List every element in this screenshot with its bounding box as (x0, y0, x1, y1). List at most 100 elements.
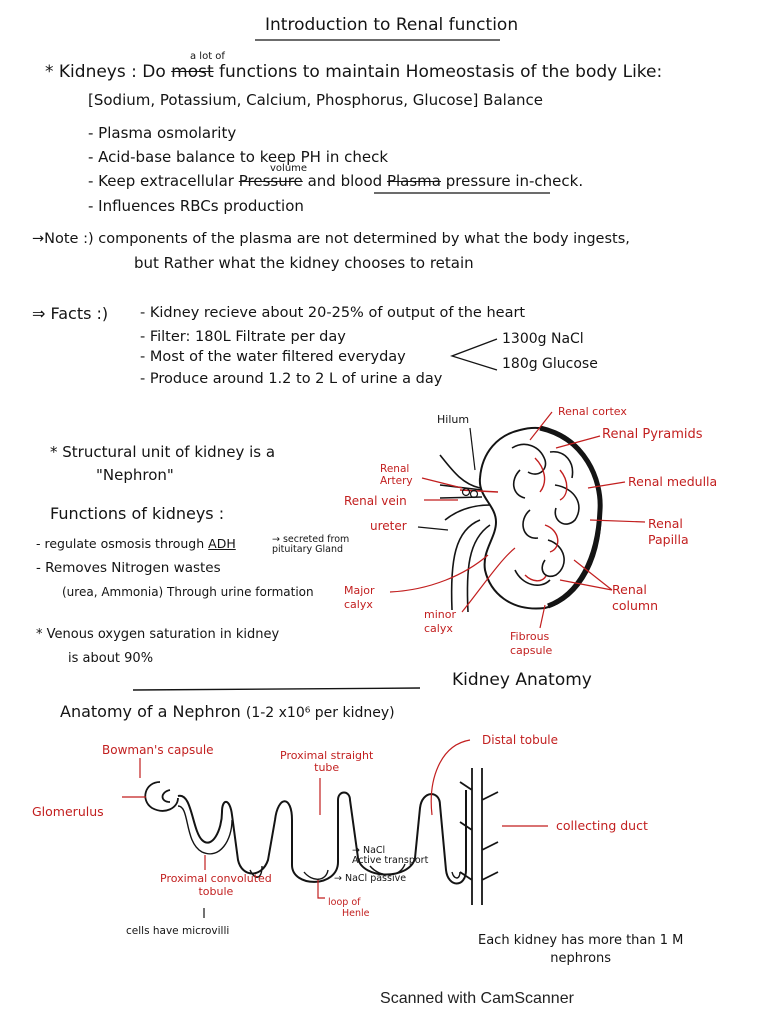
label-collecting-duct: collecting duct (556, 818, 648, 833)
label-pct-line-1: Proximal convoluted (160, 872, 272, 885)
facts-bracket (450, 338, 498, 371)
label-loop-of-henle: loop of Henle (328, 897, 370, 920)
label-renal-vein: Renal vein (344, 494, 407, 508)
venous-line-2: is about 90% (68, 651, 154, 666)
renal-medulla-red (524, 457, 568, 582)
function-adh: ADH (208, 536, 236, 551)
adh-note: → secreted from pituitary Gland (272, 534, 350, 555)
kidneys-lead: * Kidneys : Do (45, 62, 166, 82)
label-renal-cortex: Renal cortex (558, 405, 627, 418)
collecting-duct (459, 768, 499, 905)
label-loop-1: loop of (328, 897, 361, 908)
nephron-label-arrows (122, 739, 548, 899)
renal-pyramids-lines (511, 443, 580, 586)
bullet-plasma-osmolarity: - Plasma osmolarity (88, 124, 237, 142)
label-renal-column-text: Renal column (612, 582, 659, 614)
label-minor-calyx-text: minor calyx (424, 608, 456, 636)
renal-artery-red (459, 489, 499, 493)
facts-label: ⇒ Facts :) (32, 304, 109, 323)
label-nacl-passive: → NaCl passive (334, 873, 407, 884)
nephron-tubule-inner (177, 805, 461, 880)
fact-bracket-item: 180g Glucose (502, 356, 598, 372)
label-microvilli: cells have microvilli (126, 925, 230, 937)
fact-item: - Produce around 1.2 to 2 L of urine a d… (140, 371, 443, 387)
label-bowmans-capsule: Bowman's capsule (102, 743, 214, 757)
nephron-diagram (122, 739, 548, 918)
nephron-heading: Anatomy of a Nephron (1-2 x10⁶ per kidne… (60, 702, 395, 721)
function-item: (urea, Ammonia) Through urine formation (62, 585, 314, 599)
kidneys-struck-word: most (171, 62, 214, 82)
label-nacl-active-2: Active transport (352, 855, 429, 867)
kidneys-rest: functions to maintain Homeostasis of the… (219, 62, 663, 82)
bullet-rbc: - Influences RBCs production (88, 197, 304, 215)
page-title: Introduction to Renal function (265, 15, 519, 35)
label-pst-line-1: Proximal straight (280, 749, 374, 762)
label-pst-line-2: tube (314, 761, 340, 775)
label-renal-artery-text: Renal Artery (380, 463, 413, 487)
nephron-count: (1-2 x10⁶ per kidney) (245, 705, 395, 721)
label-renal-pyramids: Renal Pyramids (602, 427, 703, 442)
each-kidney-line-2: nephrons (550, 950, 612, 966)
label-major-calyx: Major calyx (344, 584, 388, 613)
label-renal-medulla: Renal medulla (628, 474, 718, 489)
kidney-label-arrows (389, 411, 646, 629)
kidney-anatomy-caption: Kidney Anatomy (452, 670, 592, 690)
fact-bracket-item: 1300g NaCl (502, 331, 584, 347)
bullet-pressure: - Keep extracellular Pressure and blood … (88, 174, 583, 189)
kidney-diagram (389, 411, 646, 629)
function-osmosis: - regulate osmosis through (36, 536, 205, 551)
label-major-calyx-text: Major calyx (344, 584, 375, 612)
function-item: - regulate osmosis through ADH (36, 536, 236, 551)
pressure-blood: blood (340, 172, 383, 190)
label-fibrous-capsule-text: Fibrous capsule (510, 630, 553, 658)
label-distal-tubule: Distal tobule (482, 733, 559, 747)
label-proximal-convoluted-tubule: Proximal convoluted tobule (160, 872, 272, 898)
nephron-tubule-outer (177, 790, 467, 885)
venous-line-1: * Venous oxygen saturation in kidney (36, 627, 280, 642)
section-divider (132, 687, 421, 691)
hilum-node (461, 487, 471, 497)
pressure-mid: and (307, 172, 336, 190)
each-kidney-line-1: Each kidney has more than 1 M (478, 933, 684, 948)
label-loop-2: Henle (342, 907, 370, 919)
kidneys-intro-line: * Kidneys : Do most functions to maintai… (45, 64, 662, 81)
each-kidney-note: Each kidney has more than 1 M nephrons (478, 932, 683, 967)
functions-heading: Functions of kidneys : (50, 504, 225, 523)
label-renal-papilla-text: Renal Papilla (648, 516, 689, 548)
cortex-rim (539, 425, 603, 609)
ureter-tube (450, 519, 491, 613)
fact-item: - Kidney recieve about 20-25% of output … (140, 305, 526, 321)
bullet-acid-base: - Acid-base balance to keep PH in check (88, 148, 389, 166)
function-item: - Removes Nitrogen wastes (36, 560, 221, 576)
scanner-footer: Scanned with CamScanner (380, 990, 574, 1007)
pressure-inserted-word: volume (270, 163, 308, 174)
pressure-prefix: - Keep extracellular (88, 172, 234, 190)
pressure-struck2: Plasma (386, 172, 441, 190)
label-renal-papilla: Renal Papilla (648, 516, 708, 549)
fact-item: - Most of the water filtered everyday (140, 349, 406, 365)
pressure-suffix: pressure in-check. (445, 172, 584, 190)
label-nacl-active: → NaCl Active transport (352, 845, 429, 867)
hilum-pointer (469, 427, 476, 471)
label-proximal-straight-tube: Proximal straight tube (280, 749, 374, 775)
pressure-struck: Pressure (238, 172, 303, 190)
label-renal-column: Renal column (612, 582, 667, 615)
label-minor-calyx: minor calyx (424, 608, 464, 637)
structural-line-2: "Nephron" (96, 466, 174, 484)
note-line-2: but Rather what the kidney chooses to re… (134, 254, 474, 272)
label-ureter: ureter (370, 519, 407, 533)
fact-item: - Filter: 180L Filtrate per day (140, 329, 346, 345)
label-hilum: Hilum (437, 413, 470, 426)
label-nacl-active-1: → NaCl (352, 845, 386, 856)
label-fibrous-capsule: Fibrous capsule (510, 630, 565, 659)
label-pct-line-2: tobule (198, 885, 234, 899)
hilum-node (469, 489, 479, 499)
kidneys-inserted-word: a lot of (190, 51, 225, 62)
kidney-black-arrows (417, 526, 449, 531)
label-renal-artery: Renal Artery (380, 463, 422, 487)
label-glomerulus: Glomerulus (32, 804, 104, 819)
nephron-heading-text: Anatomy of a Nephron (60, 702, 241, 721)
balance-list: [Sodium, Potassium, Calcium, Phosphorus,… (88, 91, 543, 109)
note-line-1: →Note :) components of the plasma are no… (32, 231, 630, 247)
